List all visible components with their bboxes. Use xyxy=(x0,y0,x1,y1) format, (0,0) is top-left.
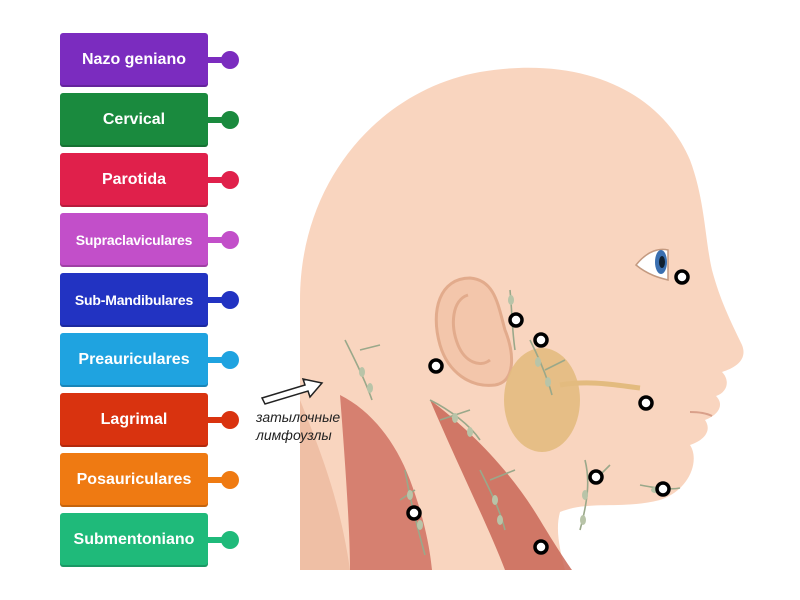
drop-target-preauricular[interactable] xyxy=(508,312,524,328)
label-connector xyxy=(208,237,228,243)
drop-target-parotid[interactable] xyxy=(533,332,549,348)
neck-shadow xyxy=(300,400,350,570)
draggable-label[interactable]: Nazo geniano xyxy=(60,33,208,87)
drop-target-cervical[interactable] xyxy=(406,505,422,521)
lymph-nodes xyxy=(359,295,659,530)
drop-target-postauricular[interactable] xyxy=(428,358,444,374)
draggable-label[interactable]: Parotida xyxy=(60,153,208,207)
ear xyxy=(434,276,514,387)
draggable-label[interactable]: Sub-Mandibulares xyxy=(60,273,208,327)
label-pin-handle[interactable] xyxy=(221,471,239,489)
label-row[interactable]: Supraclaviculares xyxy=(60,213,240,267)
sternocleidomastoid-muscle xyxy=(430,400,572,570)
label-row[interactable]: Lagrimal xyxy=(60,393,240,447)
label-connector xyxy=(208,177,228,183)
caption-line-2: лимфоузлы xyxy=(256,427,332,443)
drop-target-submandibular[interactable] xyxy=(588,469,604,485)
label-connector xyxy=(208,357,228,363)
label-row[interactable]: Nazo geniano xyxy=(60,33,240,87)
label-row[interactable]: Cervical xyxy=(60,93,240,147)
label-connector xyxy=(208,117,228,123)
label-connector xyxy=(208,477,228,483)
label-row[interactable]: Preauriculares xyxy=(60,333,240,387)
label-connector xyxy=(208,417,228,423)
trapezius-muscle xyxy=(340,395,432,570)
label-row[interactable]: Posauriculares xyxy=(60,453,240,507)
drop-targets xyxy=(406,269,690,555)
drop-target-eye[interactable] xyxy=(674,269,690,285)
label-row[interactable]: Parotida xyxy=(60,153,240,207)
label-pin-handle[interactable] xyxy=(221,411,239,429)
draggable-label[interactable]: Preauriculares xyxy=(60,333,208,387)
label-connector xyxy=(208,297,228,303)
label-pin-handle[interactable] xyxy=(221,111,239,129)
label-pin-handle[interactable] xyxy=(221,231,239,249)
drop-target-submental[interactable] xyxy=(655,481,671,497)
label-pin-handle[interactable] xyxy=(221,171,239,189)
label-row[interactable]: Submentoniano xyxy=(60,513,240,567)
draggable-label[interactable]: Lagrimal xyxy=(60,393,208,447)
draggable-label[interactable]: Submentoniano xyxy=(60,513,208,567)
label-pin-handle[interactable] xyxy=(221,51,239,69)
drop-target-nasolabial[interactable] xyxy=(638,395,654,411)
caption-line-1: затылочные xyxy=(256,409,341,425)
label-pin-handle[interactable] xyxy=(221,291,239,309)
label-row[interactable]: Sub-Mandibulares xyxy=(60,273,240,327)
drop-target-supraclavicular[interactable] xyxy=(533,539,549,555)
occipital-lymph-nodes-caption: затылочные лимфоузлы xyxy=(256,408,366,444)
draggable-label[interactable]: Supraclaviculares xyxy=(60,213,208,267)
parotid-gland xyxy=(504,348,580,452)
label-pin-handle[interactable] xyxy=(221,351,239,369)
draggable-label[interactable]: Posauriculares xyxy=(60,453,208,507)
annotation-arrow xyxy=(260,377,324,405)
label-connector xyxy=(208,57,228,63)
label-pin-handle[interactable] xyxy=(221,531,239,549)
draggable-label[interactable]: Cervical xyxy=(60,93,208,147)
label-connector xyxy=(208,537,228,543)
